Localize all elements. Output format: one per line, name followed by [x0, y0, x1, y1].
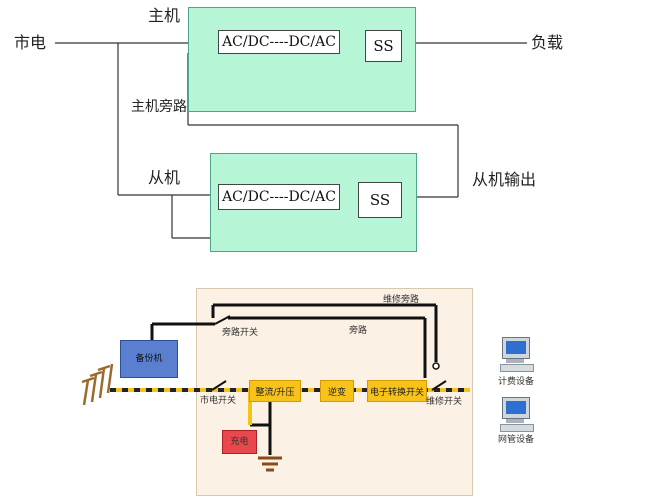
- host-bypass-label: 主机旁路: [131, 99, 187, 115]
- rectifier-label: 整流/升压: [255, 387, 295, 398]
- maint-bypass-label: 维修旁路: [383, 295, 420, 305]
- static-switch-label: 电子转换开关: [369, 387, 424, 398]
- backup-label: 备份机: [135, 353, 163, 364]
- host-ss-label: SS: [373, 36, 394, 55]
- mains-label: 市电: [14, 33, 47, 52]
- battery-label: 充电: [230, 436, 249, 447]
- slave-converter-box: AC/DC----DC/AC: [218, 184, 340, 210]
- billing-device-label: 计费设备: [498, 377, 535, 387]
- slave-output-label: 从机输出: [472, 170, 537, 189]
- host-label: 主机: [148, 6, 181, 25]
- maint-switch-label: 维修开关: [426, 397, 463, 407]
- billing-computer-icon: [500, 337, 534, 372]
- bypass-label: 旁路: [349, 326, 368, 336]
- slave-ss-box: SS: [358, 182, 402, 218]
- static-switch-box: 电子转换开关: [367, 380, 427, 402]
- bypass-switch-label: 旁路开关: [222, 328, 259, 338]
- network-device-label: 网管设备: [498, 435, 535, 445]
- host-converter-label: AC/DC----DC/AC: [222, 34, 336, 50]
- slave-converter-label: AC/DC----DC/AC: [222, 189, 336, 205]
- network-computer-icon: [500, 397, 534, 432]
- rectifier-box: 整流/升压: [249, 380, 301, 402]
- load-label: 负载: [531, 33, 564, 52]
- battery-box: 充电: [222, 430, 257, 454]
- backup-unit-box: 备份机: [120, 340, 178, 378]
- host-ss-box: SS: [365, 30, 402, 62]
- host-converter-box: AC/DC----DC/AC: [218, 30, 340, 54]
- mains-switch-label: 市电开关: [200, 396, 237, 406]
- slave-label: 从机: [148, 168, 181, 187]
- inverter-label: 逆变: [327, 387, 346, 398]
- inverter-box: 逆变: [320, 380, 354, 402]
- slave-ss-label: SS: [369, 190, 391, 209]
